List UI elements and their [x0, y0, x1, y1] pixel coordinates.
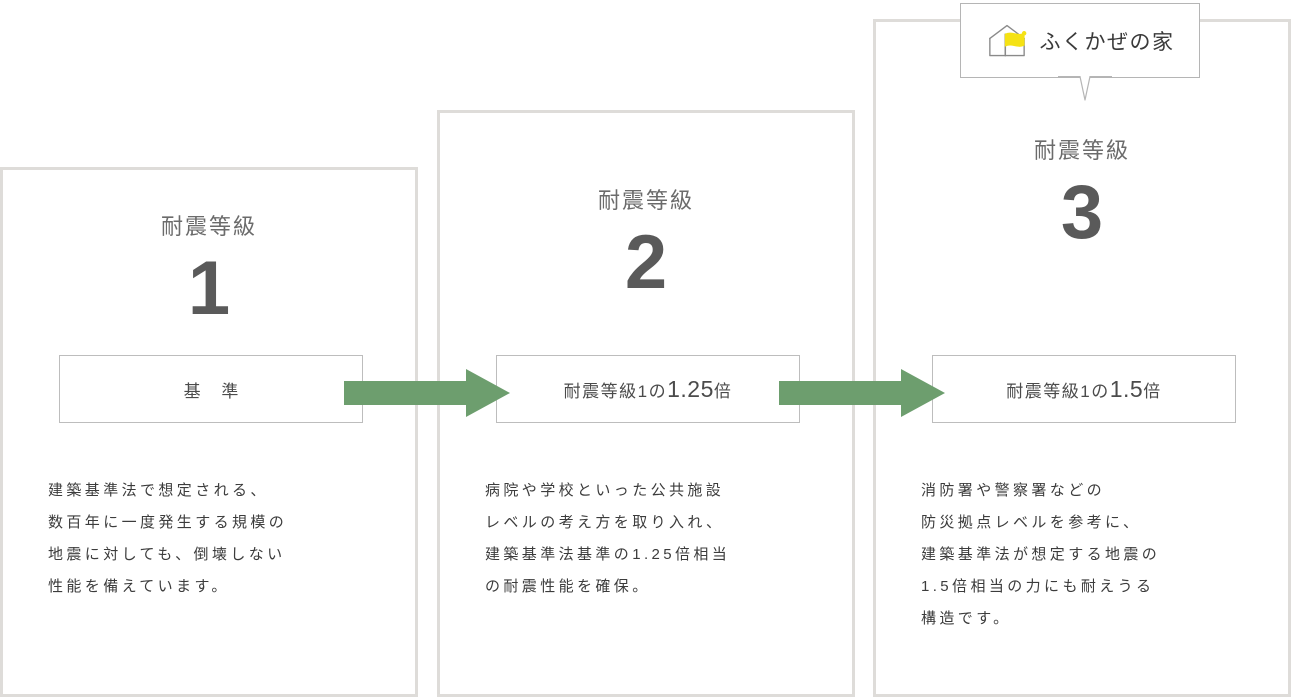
grade-label-box-2: 耐震等級1の1.25倍 [496, 355, 800, 423]
grade-label-multiplier-3: 1.5 [1109, 375, 1144, 402]
house-with-flag-icon [988, 24, 1026, 56]
card-grade-number-2: 2 [624, 220, 668, 305]
card-body-text-1: 建築基準法で想定される、 数百年に一度発生する規模の 地震に対しても、倒壊しない… [48, 482, 288, 595]
tooltip-tail-icon [1058, 76, 1112, 101]
card-heading-3: 耐震等級 [1033, 138, 1130, 163]
grade-label-suffix-3: 倍 [1143, 381, 1162, 401]
grade-label-text-3: 耐震等級1の1.5倍 [1006, 376, 1161, 403]
brand-badge: ふくかぜの家 [960, 3, 1200, 78]
arrow-grade1-to-grade2-icon [344, 369, 510, 417]
brand-badge-label: ふくかぜの家 [1039, 30, 1175, 54]
grade-card-1: 耐震等級 1 基 準 建築基準法で想定される、 数百年に一度発生する規模の 地震… [0, 167, 418, 697]
card-body-text-3: 消防署や警察署などの 防災拠点レベルを参考に、 建築基準法が想定する地震の 1.… [921, 482, 1161, 627]
grade-label-prefix-2: 耐震等級1の [563, 381, 668, 401]
card-heading-1: 耐震等級 [160, 214, 257, 239]
card-body-text-2: 病院や学校といった公共施設 レベルの考え方を取り入れ、 建築基準法基準の1.25… [485, 482, 731, 595]
grade-label-multiplier-2: 1.25 [667, 375, 714, 402]
grade-label-prefix-3: 耐震等級1の [1006, 381, 1110, 401]
grade-card-3: 耐震等級 3 耐震等級1の1.5倍 消防署や警察署などの 防災拠点レベルを参考に… [873, 19, 1291, 697]
arrow-grade2-to-grade3-icon [779, 369, 945, 417]
grade-label-text-2: 耐震等級1の1.25倍 [564, 376, 733, 403]
grade-label-text-1: 基 準 [183, 381, 247, 401]
grade-label-box-1: 基 準 [59, 355, 363, 423]
grade-label-suffix-2: 倍 [713, 381, 733, 401]
card-heading-2: 耐震等級 [597, 188, 694, 213]
card-grade-number-3: 3 [1060, 170, 1104, 255]
card-grade-number-1: 1 [187, 246, 231, 331]
grade-label-box-3: 耐震等級1の1.5倍 [932, 355, 1236, 423]
